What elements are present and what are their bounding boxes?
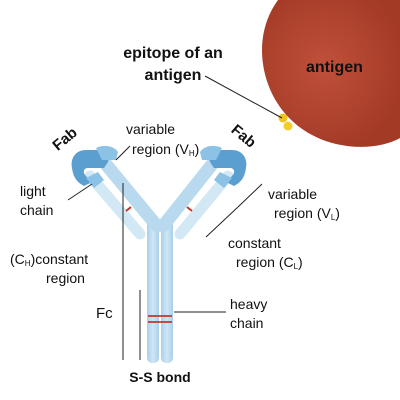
- light-chain-line2: chain: [20, 202, 54, 218]
- left-arm-light-chain: [84, 170, 146, 240]
- epitope-label-line2: antigen: [144, 67, 202, 84]
- disulfide-bond-right-arm: [186, 206, 193, 212]
- constant-light-line2: region (CL): [236, 254, 303, 271]
- disulfide-bond-left-arm: [125, 206, 132, 212]
- epitope-dot: [283, 121, 293, 131]
- right-arm-heavy-chain: [156, 155, 221, 233]
- right-arm-light-chain: [174, 170, 234, 240]
- epitope-dot: [278, 113, 288, 123]
- cl-bracket: [205, 206, 239, 238]
- variable-heavy-line2: region (VH): [132, 141, 200, 158]
- constant-light-line1: constant: [228, 235, 281, 251]
- light-chain-line1: light: [20, 183, 46, 199]
- epitope-pointer: [204, 75, 283, 119]
- heavy-chain-line1: heavy: [230, 296, 268, 312]
- fc-heavy-chain-left: [147, 215, 159, 363]
- ss-bond-label: S-S bond: [129, 369, 191, 385]
- vl-bracket: [237, 183, 263, 208]
- heavy-chain-line2: chain: [230, 315, 264, 331]
- fc-label: Fc: [96, 305, 113, 322]
- vh-bracket: [115, 145, 131, 161]
- right-variable-domain: [200, 145, 247, 188]
- constant-heavy-line2: region: [46, 270, 85, 286]
- left-variable-domain: [71, 145, 118, 188]
- epitope-label-line1: epitope of an: [123, 45, 223, 62]
- antigen-label: antigen: [306, 59, 363, 76]
- variable-light-line2: region (VL): [274, 205, 340, 222]
- antigen-blob: [262, 0, 400, 147]
- variable-light-line1: variable: [268, 186, 318, 202]
- light-chain-pointer: [67, 183, 93, 201]
- constant-heavy-line1: (CH)constant: [10, 251, 89, 268]
- fc-heavy-chain-right: [161, 215, 173, 363]
- variable-heavy-line1: variable: [126, 121, 176, 137]
- left-arm-heavy-chain: [97, 155, 164, 233]
